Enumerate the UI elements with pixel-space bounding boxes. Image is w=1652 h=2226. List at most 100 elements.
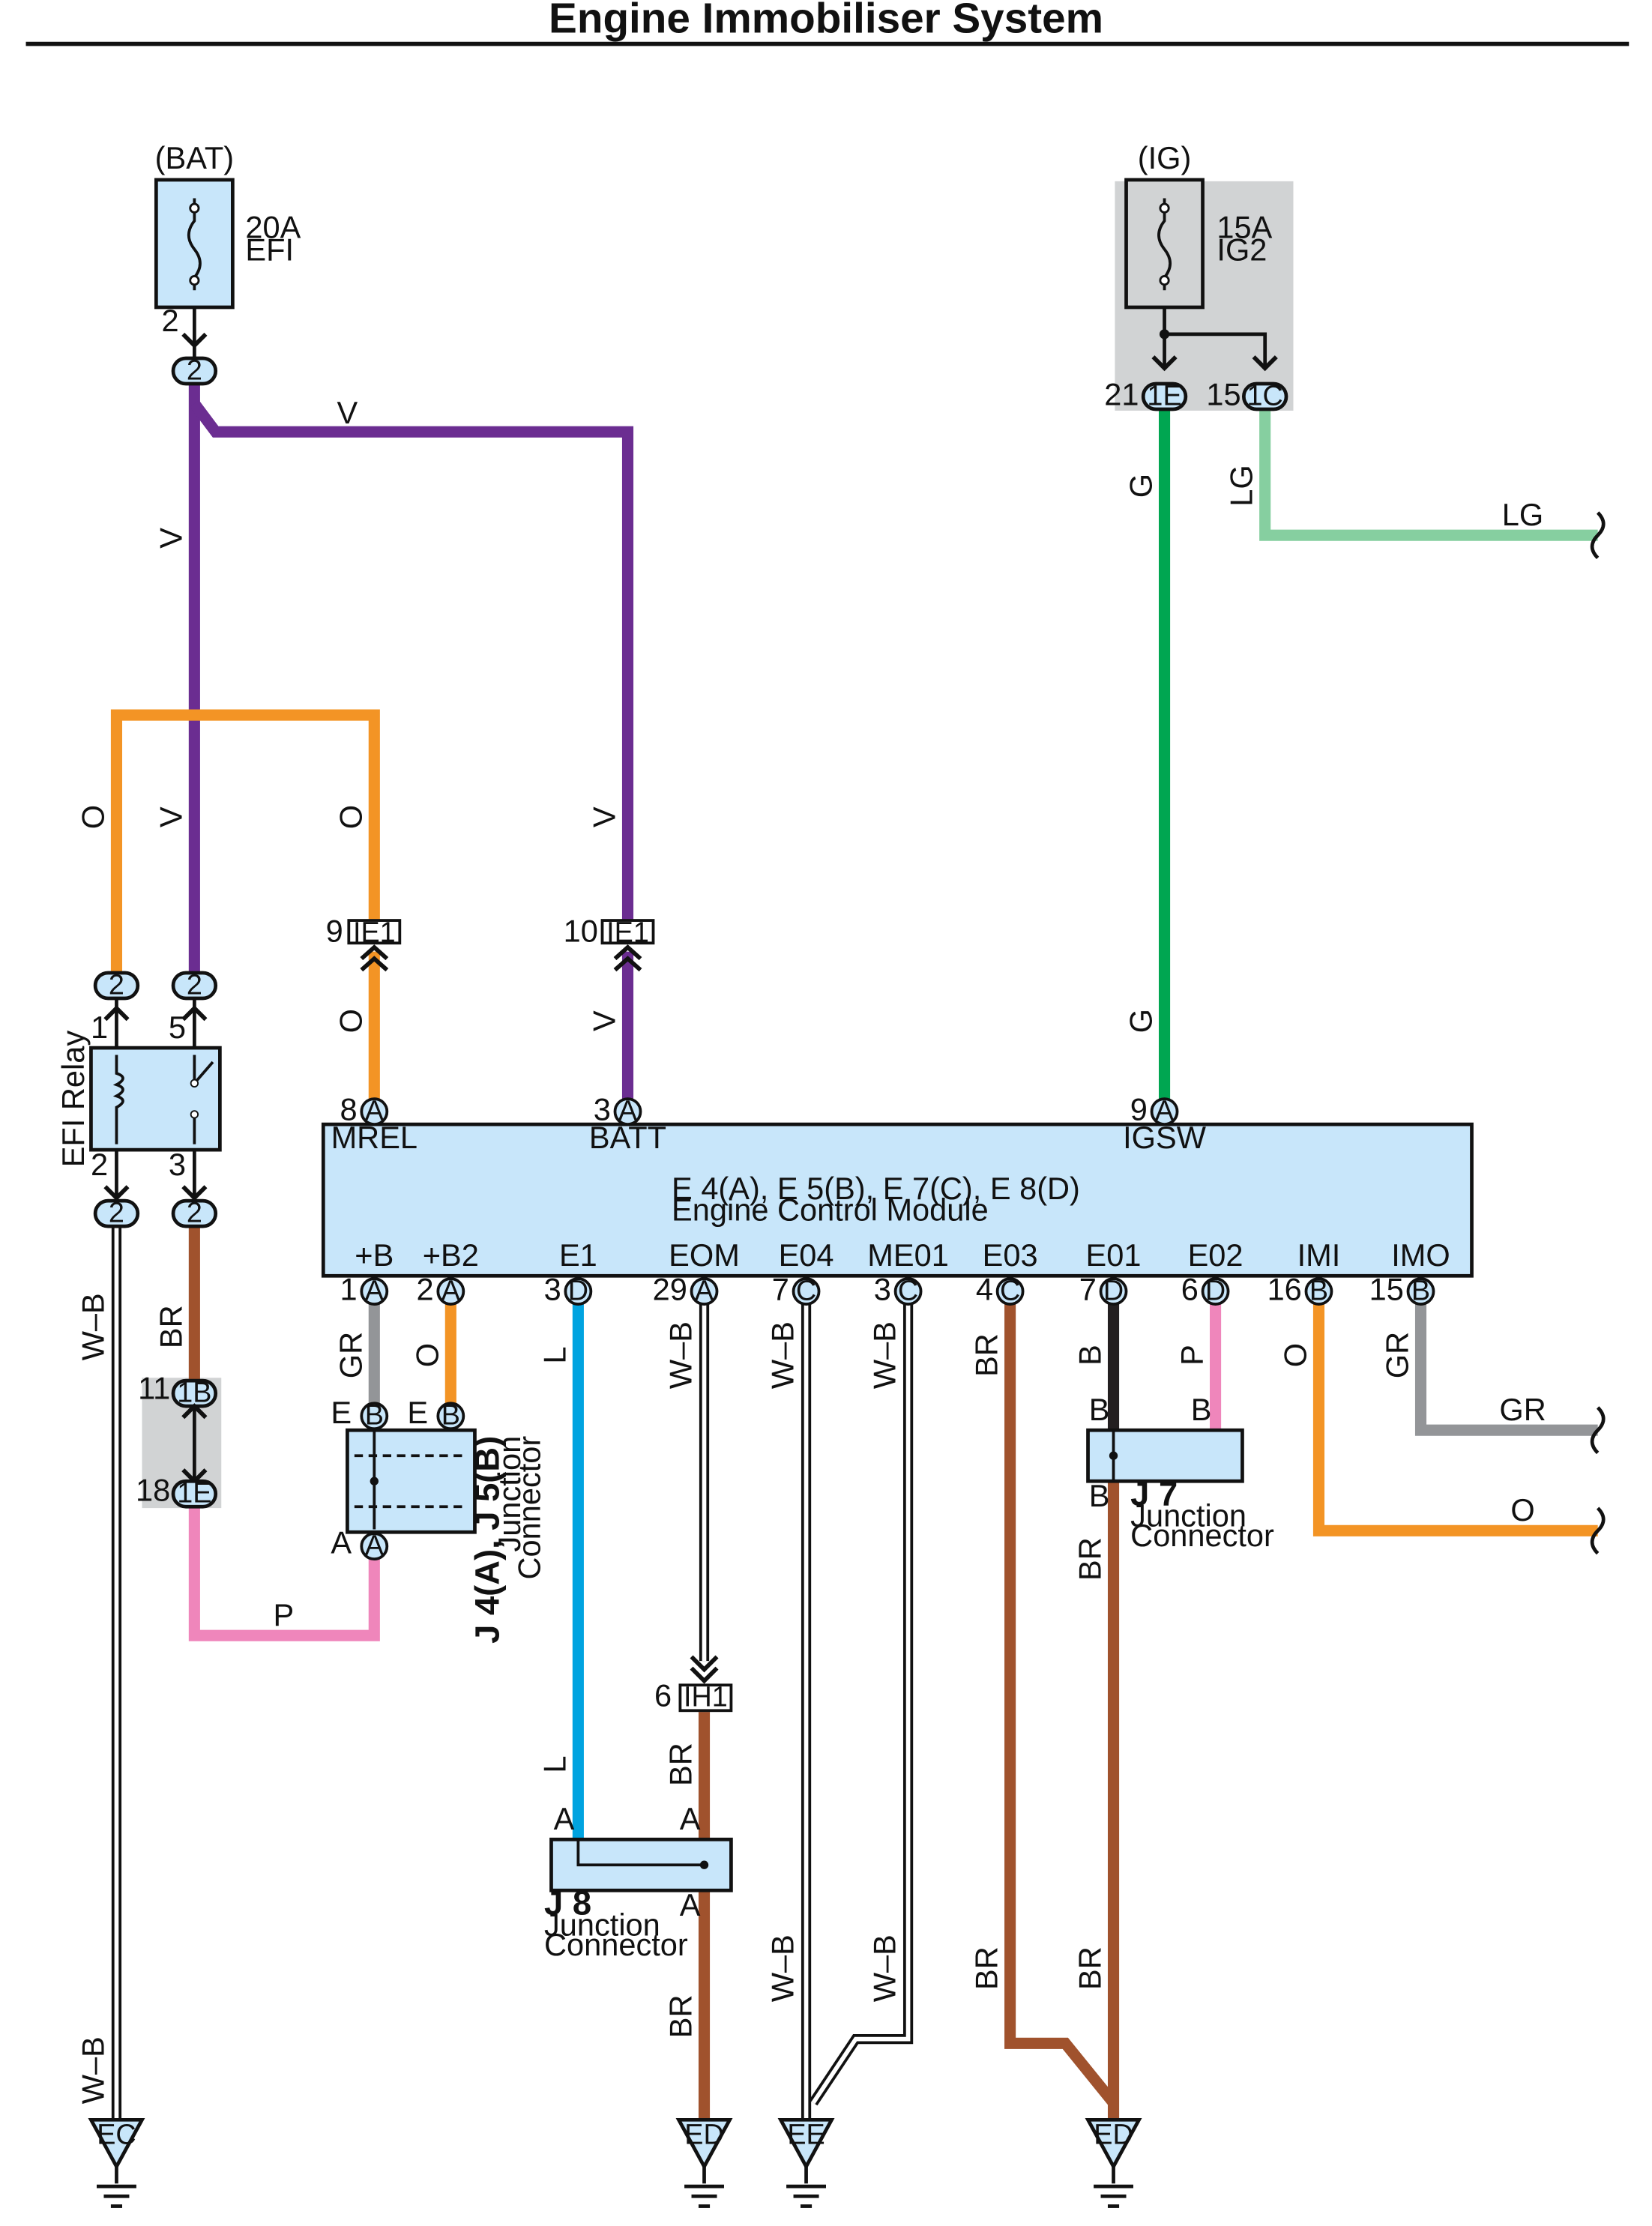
svg-text:A: A [331,1525,352,1560]
svg-text:G: G [1124,1009,1159,1033]
svg-text:2: 2 [187,355,202,386]
wire-br [188,1228,1120,2120]
svg-text:V: V [153,806,188,827]
svg-text:V: V [586,806,621,827]
svg-text:A: A [695,1275,714,1306]
svg-text:18: 18 [136,1473,170,1508]
svg-text:W–B: W–B [867,1934,902,2002]
svg-text:V: V [153,528,188,549]
svg-text:E03: E03 [983,1237,1038,1273]
svg-text:C: C [796,1275,816,1306]
ground-ee-icon: EE [777,2117,835,2208]
svg-text:E1: E1 [559,1237,597,1273]
svg-text:BR: BR [663,1743,699,1786]
svg-text:BR: BR [1073,1537,1108,1581]
svg-text:O: O [75,805,110,829]
svg-text:11: 11 [138,1371,170,1406]
junction-j8: A A A J 8 Junction Connector [544,1801,733,1962]
ecm-title: E 4(A), E 5(B), E 7(C), E 8(D) [672,1171,1080,1206]
connector-arrow-icon [1151,355,1178,372]
svg-text:A: A [554,1801,575,1836]
svg-text:Connector: Connector [1130,1518,1274,1553]
svg-text:IE1: IE1 [353,917,396,948]
svg-text:W–B: W–B [765,1321,801,1389]
svg-text:O: O [1510,1492,1534,1527]
ig-pin-21: 21 [1104,376,1139,411]
svg-text:1: 1 [340,1271,358,1306]
svg-text:2: 2 [109,969,124,1001]
svg-text:D: D [568,1275,588,1306]
svg-text:J 8: J 8 [544,1883,591,1922]
svg-text:IMO: IMO [1391,1237,1450,1273]
svg-text:BR: BR [153,1305,188,1348]
relay-pin-1: 1 [91,1010,108,1045]
svg-text:O: O [1277,1343,1312,1367]
junction-j7: B B B J 7 Junction Connector [1086,1392,1274,1553]
relay-name: EFI Relay [55,1031,91,1168]
svg-text:16: 16 [1267,1271,1302,1306]
svg-text:4: 4 [976,1271,993,1306]
connector-ie1-9: 9 IE1 [326,913,402,972]
relay-pin-2: 2 [91,1147,108,1182]
svg-text:B: B [1089,1392,1110,1427]
connector-1c-ig: 1C [1241,380,1288,411]
connector-arrow-icon [103,1005,130,1022]
svg-text:2: 2 [187,969,202,1001]
connector-arrow-icon [181,1005,208,1022]
svg-text:9: 9 [326,913,343,948]
svg-text:W–B: W–B [867,1321,902,1389]
ig-pin-15: 15 [1206,376,1240,411]
svg-text:2: 2 [109,1197,124,1228]
svg-text:7: 7 [1079,1271,1097,1306]
svg-text:A: A [365,1275,385,1306]
svg-text:V: V [586,1010,621,1031]
relay-bottom-connectors: 2 2 [93,1197,218,1228]
svg-text:A: A [441,1275,461,1306]
svg-text:15: 15 [1369,1271,1404,1306]
svg-text:IE1: IE1 [606,917,649,948]
connector-arrow-icon [1252,355,1278,372]
svg-text:6: 6 [1181,1271,1199,1306]
svg-text:A: A [365,1095,385,1126]
svg-text:8: 8 [340,1091,358,1126]
svg-text:E04: E04 [779,1237,834,1273]
ecm-terminal-plus-b: +BA1 [340,1237,394,1306]
splice-1b-1e: 11 1B 18 1E [136,1371,218,1509]
svg-text:L: L [537,1756,572,1773]
svg-text:E01: E01 [1086,1237,1142,1273]
wire-lg [1259,410,1598,541]
ground-ec-icon: EC [88,2117,145,2208]
svg-text:B: B [1411,1275,1430,1306]
svg-text:C: C [1000,1275,1020,1306]
relay-pin-5: 5 [169,1010,186,1045]
ig2-fuse-amp: 15A [1217,209,1272,244]
svg-text:EOM: EOM [669,1237,740,1273]
svg-text:ME01: ME01 [867,1237,949,1273]
engine-control-module [321,1122,1474,1278]
svg-text:A: A [1155,1095,1175,1126]
svg-text:A: A [365,1530,385,1561]
svg-text:EE: EE [787,2119,825,2150]
svg-text:2: 2 [187,1197,202,1228]
svg-text:BR: BR [1073,1946,1108,1990]
wire-p [188,1304,1222,1641]
connector-ie1-10: 10 IE1 [564,913,655,972]
connector-arrow-icon [181,1185,208,1201]
page-title: Engine Immobiliser System [549,0,1103,42]
bat-source-label: (BAT) [155,140,234,175]
svg-text:E: E [407,1395,428,1430]
svg-text:IGSW: IGSW [1123,1120,1207,1155]
svg-text:ED: ED [684,2119,723,2150]
svg-text:7: 7 [772,1271,789,1306]
svg-text:P: P [1175,1345,1210,1366]
